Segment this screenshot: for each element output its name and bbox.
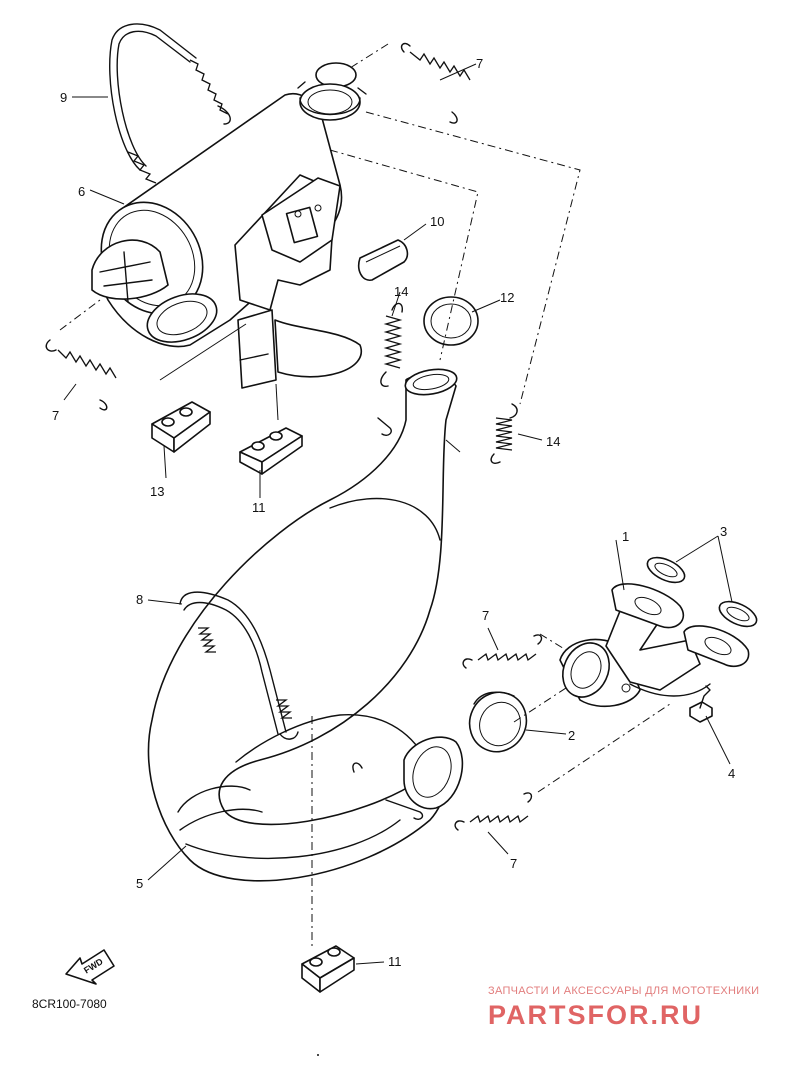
part-4-bolt <box>689 685 713 723</box>
callout-10: 10 <box>430 214 444 229</box>
callout-13: 13 <box>150 484 164 499</box>
callout-9: 9 <box>60 90 67 105</box>
part-14-spring-lower <box>490 403 518 464</box>
alignment-lines <box>59 43 671 950</box>
part-1-exhaust-manifold <box>559 583 750 708</box>
fwd-arrow-icon: FWD <box>65 949 115 985</box>
part-7-spring-left <box>45 339 117 411</box>
part-2-gasket-sleeve <box>468 691 528 753</box>
callout-5: 5 <box>136 876 143 891</box>
part-13-bushing <box>151 401 211 453</box>
part-11-bushing-upper <box>239 427 303 475</box>
callout-11-lower: 11 <box>388 954 402 969</box>
callout-7-bottom: 7 <box>510 856 517 871</box>
part-5-exhaust-chamber <box>147 368 464 882</box>
part-3-gaskets <box>646 556 758 628</box>
part-7-spring-middle <box>462 634 543 669</box>
callout-7-top: 7 <box>476 56 483 71</box>
part-12-gasket-ring <box>423 296 479 346</box>
watermark-tagline: ЗАПЧАСТИ И АКСЕССУАРЫ ДЛЯ МОТОТЕХНИКИ <box>488 985 759 997</box>
watermark: ЗАПЧАСТИ И АКСЕССУАРЫ ДЛЯ МОТОТЕХНИКИ PA… <box>488 985 759 1030</box>
callout-8: 8 <box>136 592 143 607</box>
callout-1: 1 <box>622 529 629 544</box>
callout-4: 4 <box>728 766 735 781</box>
callout-3: 3 <box>720 524 727 539</box>
leader-lines <box>63 63 733 965</box>
callout-labels: 1 2 3 4 5 6 7 7 7 7 8 9 10 11 11 12 13 1… <box>52 56 735 969</box>
callout-7-middle: 7 <box>482 608 489 623</box>
callout-2: 2 <box>568 728 575 743</box>
part-6-silencer <box>91 62 367 389</box>
part-9-hanger-rod <box>109 23 231 184</box>
callout-6: 6 <box>78 184 85 199</box>
watermark-brand-logo: PARTSFOR.RU <box>488 1000 703 1030</box>
callout-7-left: 7 <box>52 408 59 423</box>
stray-dot <box>317 1054 319 1056</box>
part-10-rubber-damper <box>357 239 409 281</box>
part-11-bushing-lower <box>301 945 355 993</box>
part-7-spring-bottom <box>454 792 533 831</box>
callout-14-upper: 14 <box>394 284 408 299</box>
callout-12: 12 <box>500 290 514 305</box>
part-7-spring-top <box>400 42 471 124</box>
drawing-code: 8CR100-7080 <box>32 997 107 1011</box>
part-8-hanger-strap <box>179 591 299 740</box>
part-14-spring-upper <box>380 302 404 387</box>
callout-14-lower: 14 <box>546 434 560 449</box>
callout-11-upper: 11 <box>252 500 266 515</box>
